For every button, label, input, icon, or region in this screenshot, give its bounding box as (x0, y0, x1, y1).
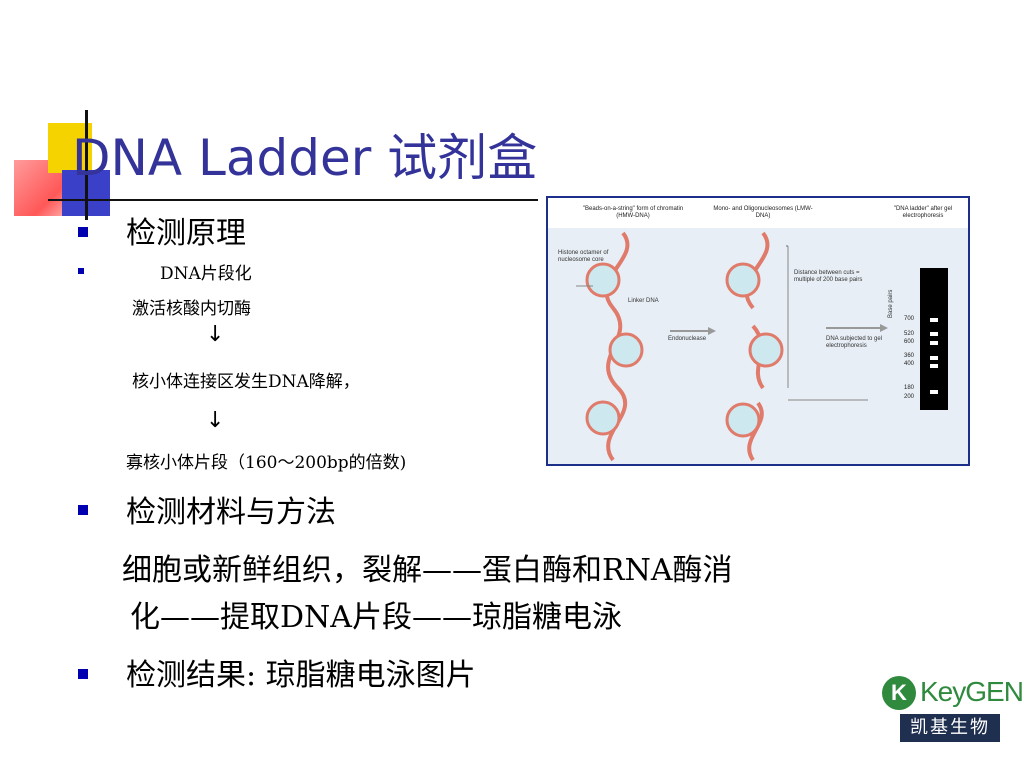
step-linker-degradation: 核小体连接区发生DNA降解， (132, 372, 360, 392)
down-arrow-icon: ↓ (206, 408, 225, 433)
bullet-square-small (78, 268, 84, 274)
gel-lane (920, 268, 948, 410)
section-heading-principle: 检测原理 (126, 216, 246, 251)
size-label: 180 (904, 385, 915, 391)
bullet-square (78, 227, 88, 237)
size-label: 600 (904, 339, 915, 345)
nucleosome-left-3 (585, 400, 621, 436)
gel-band (930, 356, 938, 360)
gel-band (930, 332, 938, 336)
dna-ladder-figure: "Beads-on-a-string" form of chromatin (H… (546, 196, 970, 466)
label-gel-electrophoresis: DNA subjected to gel electrophoresis (826, 336, 883, 349)
nucleosome-mid-3 (725, 402, 761, 438)
figure-header (548, 198, 968, 228)
bullet-square (78, 669, 88, 679)
gel-band (930, 364, 938, 368)
label-base-pairs: Base pairs (888, 289, 894, 318)
label-histone-octamer: Histone octamer of nucleosome core (558, 250, 609, 263)
keygen-logo-mark: K (882, 676, 916, 710)
size-label: 400 (904, 361, 915, 367)
keygen-logo-text: KeyGEN (920, 676, 1024, 707)
size-label: 700 (904, 316, 915, 322)
figure-header-mid: Mono- and Oligonucleosomes (LMW-DNA) (713, 206, 813, 219)
section-heading-methods: 检测材料与方法 (126, 495, 336, 530)
label-endonuclease: Endonuclease (668, 336, 707, 342)
methods-line-2: 化——提取DNA片段——琼脂糖电泳 (130, 600, 622, 635)
size-label: 520 (904, 331, 915, 337)
arrowhead-endonuclease (708, 327, 716, 335)
down-arrow-icon: ↓ (206, 322, 225, 347)
gel-band (930, 341, 938, 345)
nucleosome-left-2 (608, 332, 644, 368)
methods-line-1: 细胞或新鲜组织，裂解——蛋白酶和RNA酶消 (122, 553, 733, 588)
step-activate-endonuclease: 激活核酸内切酶 (132, 299, 251, 319)
decorative-vertical-line (85, 110, 88, 220)
sub-bullet-fragmentation: DNA片段化 (160, 264, 252, 284)
gel-band (930, 390, 938, 394)
figure-header-right: "DNA ladder" after gel electrophoresis (893, 206, 953, 219)
keygen-logo-subtitle: 凯基生物 (900, 714, 1000, 742)
slide-title: DNA Ladder 试剂盒 (72, 129, 538, 187)
label-linker-dna: Linker DNA (628, 298, 659, 304)
step-oligonucleosome-fragments: 寡核小体片段（160～200bp的倍数) (126, 453, 407, 473)
title-underline (48, 199, 538, 201)
nucleosome-mid-2 (748, 332, 784, 368)
section-heading-results: 检测结果: 琼脂糖电泳图片 (126, 658, 476, 693)
bullet-square (78, 505, 88, 515)
size-label: 360 (904, 353, 915, 359)
label-distance-between-cuts: Distance between cuts = multiple of 200 … (794, 270, 863, 283)
figure-header-left: "Beads-on-a-string" form of chromatin (H… (582, 206, 684, 219)
arrowhead-electrophoresis (880, 324, 888, 332)
size-label: 200 (904, 394, 915, 400)
gel-band (930, 318, 938, 322)
decorative-yellow-block (48, 123, 92, 173)
nucleosome-mid-1 (725, 262, 761, 298)
chromatin-illustration (576, 231, 888, 462)
nucleosome-left-1 (585, 262, 621, 298)
